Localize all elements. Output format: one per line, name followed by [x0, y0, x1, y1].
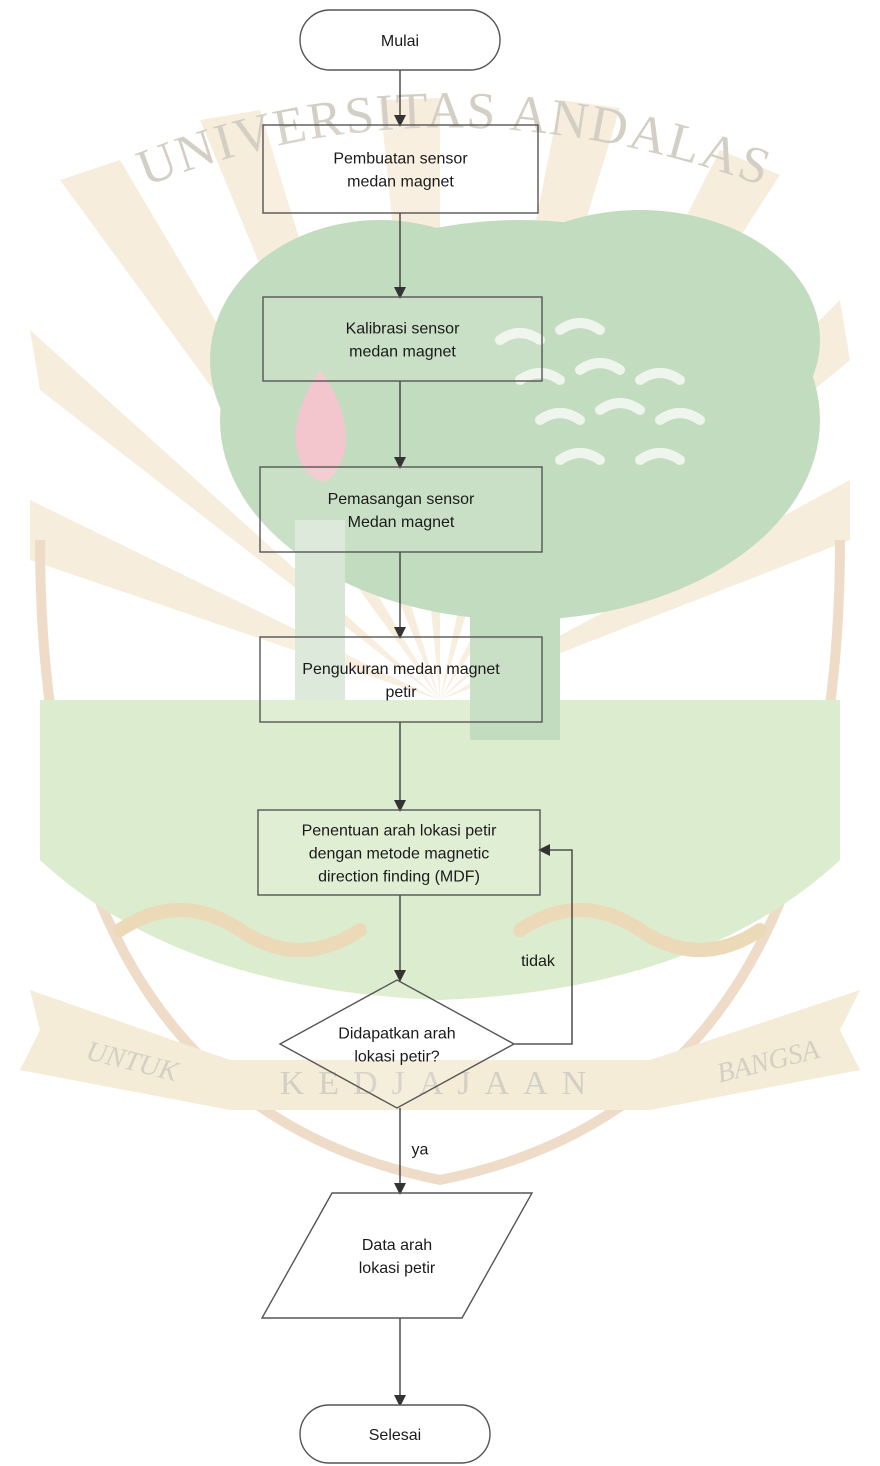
flow-node-label: direction finding (MDF)	[318, 869, 480, 886]
flow-node-shape-process	[259, 636, 543, 723]
flow-node-s2: Kalibrasi sensor medan magnet	[262, 296, 543, 382]
watermark-candle	[295, 520, 345, 700]
flow-node-label: Kalibrasi sensor	[346, 321, 461, 338]
flow-node-start: Mulai	[299, 9, 501, 71]
flow-node-label: medan magnet	[349, 344, 456, 361]
flow-node-label: dengan metode magnetic	[309, 846, 490, 863]
flow-node-label: Pembuatan sensor	[333, 151, 468, 168]
flow-node-s4: Pengukuran medan magnet petir	[259, 636, 543, 723]
flow-node-shape-terminal	[299, 1404, 491, 1464]
flow-node-d1: Didapatkan arah lokasi petir?	[278, 979, 516, 1109]
flow-edge-d1-s5	[514, 844, 573, 1045]
flow-node-label: Mulai	[381, 33, 419, 50]
flow-node-out: Data arah lokasi petir	[260, 1192, 534, 1319]
flow-node-label: petir	[385, 684, 417, 701]
flow-node-label: Data arah	[362, 1237, 432, 1254]
flow-node-s5: Penentuan arah lokasi petir dengan metode…	[257, 809, 541, 896]
flow-node-shape-decision	[278, 979, 516, 1109]
flow-node-end: Selesai	[299, 1404, 491, 1464]
flow-node-label: Selesai	[369, 1427, 421, 1444]
flowchart-edges	[394, 70, 573, 1407]
watermark-ornament	[113, 903, 767, 957]
flow-node-s1: Pembuatan sensor medan magnet	[262, 124, 539, 214]
watermark-leaves	[495, 318, 705, 465]
flow-node-shape-process	[262, 124, 539, 214]
flow-node-shape-terminal	[299, 9, 501, 71]
flow-node-label: lokasi petir?	[354, 1049, 439, 1066]
flow-node-label: Penentuan arah lokasi petir	[302, 823, 497, 840]
flow-node-label: Pemasangan sensor	[328, 491, 475, 508]
flow-arrow	[514, 844, 573, 1045]
flow-edge-label-ya: ya	[412, 1142, 429, 1159]
flowchart-edge-labels: tidak ya	[412, 953, 556, 1159]
flow-node-label: Pengukuran medan magnet	[302, 661, 500, 678]
flow-node-shape-process	[257, 809, 541, 896]
flow-node-shape-data	[260, 1192, 534, 1319]
flow-node-label: Didapatkan arah	[338, 1026, 455, 1043]
watermark-tree	[210, 210, 820, 740]
flow-node-label: Medan magnet	[348, 514, 455, 531]
flow-node-shape-process	[262, 296, 543, 382]
watermark-flame	[295, 370, 346, 482]
flow-node-shape-process	[259, 466, 543, 553]
flow-node-label: medan magnet	[347, 174, 454, 191]
watermark-banner	[20, 990, 860, 1110]
flow-node-label: lokasi petir	[359, 1260, 436, 1277]
flow-edge-label-tidak: tidak	[521, 953, 556, 970]
